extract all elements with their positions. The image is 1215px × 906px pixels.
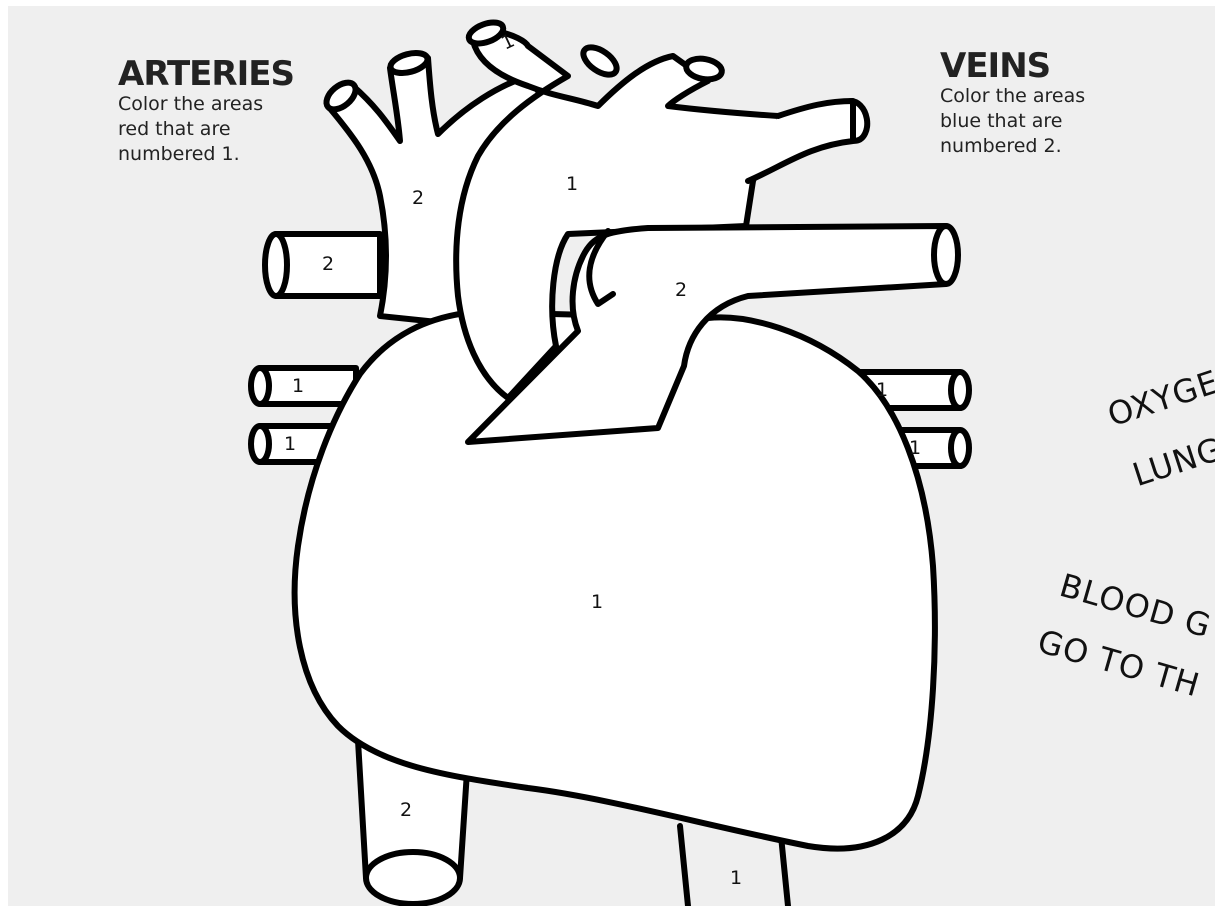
label-aortic-arch: 1 bbox=[566, 173, 578, 195]
label-left-lower-stub: 1 bbox=[284, 433, 296, 455]
label-right-lower-stub: 1 bbox=[909, 437, 921, 459]
label-left-upper-stub: 1 bbox=[292, 375, 304, 397]
label-inferior-vena-cava: 2 bbox=[400, 799, 412, 821]
arteries-heading: ARTERIES bbox=[118, 56, 308, 92]
worksheet-page: 1 1 2 2 2 1 1 1 1 1 2 1 ARTERIES Color t… bbox=[8, 6, 1215, 906]
veins-legend: VEINS Color the areas blue that are numb… bbox=[940, 48, 1130, 159]
label-descending-aorta: 1 bbox=[730, 867, 742, 889]
veins-heading: VEINS bbox=[940, 48, 1130, 84]
veins-instructions: Color the areas blue that are numbered 2… bbox=[940, 84, 1130, 159]
label-right-upper-stub: 1 bbox=[876, 379, 888, 401]
arteries-legend: ARTERIES Color the areas red that are nu… bbox=[118, 56, 308, 167]
label-pulmonary-artery: 2 bbox=[675, 279, 687, 301]
label-heart-body: 1 bbox=[591, 591, 603, 613]
arteries-instructions: Color the areas red that are numbered 1. bbox=[118, 92, 308, 167]
label-superior-vena-cava: 2 bbox=[412, 187, 424, 209]
label-left-vein-stub: 2 bbox=[322, 253, 334, 275]
